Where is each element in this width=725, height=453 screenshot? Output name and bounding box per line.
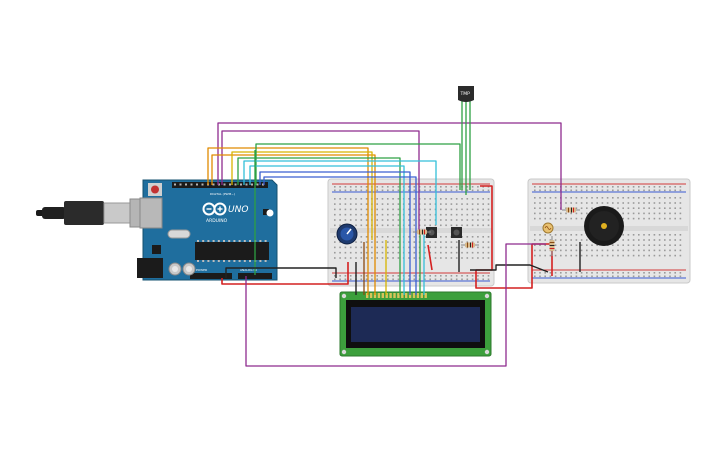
digital-header-label: DIGITAL (PWM~) <box>210 192 235 196</box>
wire-cyan-1[interactable] <box>243 160 437 225</box>
wire-orange-2[interactable] <box>211 154 376 295</box>
wire-black-main[interactable] <box>225 267 337 278</box>
wire-purple-top[interactable] <box>217 122 562 210</box>
wire-orange-1[interactable] <box>207 147 369 295</box>
temperature-sensor[interactable]: TMP <box>458 86 474 102</box>
analog-header-label: ANALOG IN <box>240 268 257 272</box>
wire-green-long[interactable] <box>255 143 461 190</box>
resistor-4[interactable] <box>549 236 555 256</box>
resistor-2[interactable] <box>461 242 479 248</box>
lcd-screen <box>351 307 480 342</box>
wire-red-right[interactable] <box>475 185 552 289</box>
arduino-logo-icon <box>202 202 227 216</box>
wire-red-short[interactable] <box>427 244 433 271</box>
wires[interactable] <box>207 98 581 367</box>
wire-green-1[interactable] <box>237 157 401 295</box>
piezo-buzzer[interactable] <box>584 206 624 246</box>
resistor-1[interactable] <box>413 229 431 235</box>
push-button-2[interactable] <box>451 227 462 238</box>
sensor-label: TMP <box>460 91 471 97</box>
lcd-module[interactable] <box>339 291 492 357</box>
photoresistor[interactable] <box>542 222 554 234</box>
wire-red-main[interactable] <box>221 262 349 285</box>
wire-purple-bottom[interactable] <box>245 243 546 367</box>
resistor-3[interactable] <box>562 207 580 213</box>
push-button-1[interactable] <box>426 227 437 238</box>
wire-blue-1[interactable] <box>259 171 411 295</box>
arduino-uno-board[interactable]: ARDUINO UNO DIGITAL (PWM~) ANALOG IN POW… <box>36 179 278 281</box>
wire-purple-2[interactable] <box>221 130 420 230</box>
lcd-header-pins <box>366 293 427 298</box>
wire-blue-2[interactable] <box>263 176 417 295</box>
power-header-label: POWER <box>196 268 207 272</box>
wire-black-2[interactable] <box>470 264 549 273</box>
wire-yellow[interactable] <box>231 151 373 240</box>
wire-cyan-2[interactable] <box>249 165 405 295</box>
board-model-label: UNO <box>228 205 248 215</box>
potentiometer[interactable] <box>336 223 358 245</box>
arduino-brand-label: ARDUINO <box>206 218 228 224</box>
